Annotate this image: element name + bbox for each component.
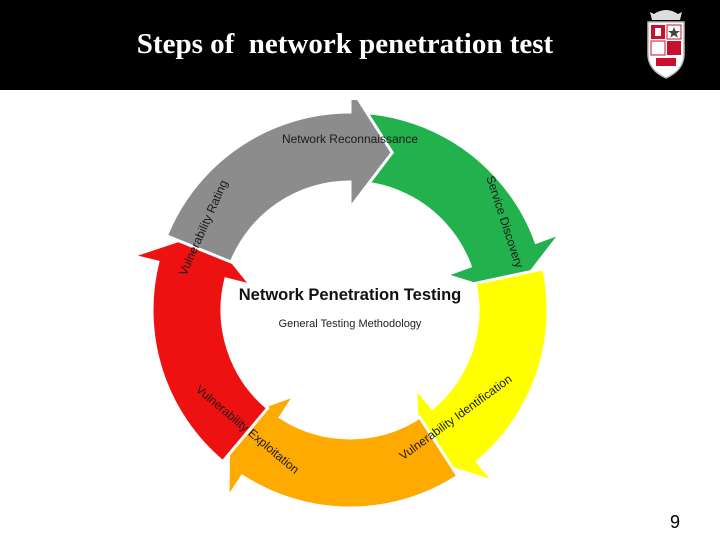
center-subtitle: General Testing Methodology [279,318,422,330]
university-crest-logo [647,10,685,79]
page-number: 9 [669,512,680,532]
slide-header: Steps of network penetration test [0,0,720,90]
slide-title: Steps of network penetration test [136,28,554,60]
penetration-test-cycle-diagram: Network Reconnaissance Service Discovery… [127,100,565,510]
step-arrow-service-discovery [413,267,550,485]
step-arrow-vulnerability-rating [164,100,395,265]
center-title: Network Penetration Testing [239,286,461,304]
step-label-network-reconnaissance: Network Reconnaissance [282,132,418,146]
step-arrow-vulnerability-exploitation [127,229,270,464]
step-arrow-vulnerability-identification [226,392,460,510]
